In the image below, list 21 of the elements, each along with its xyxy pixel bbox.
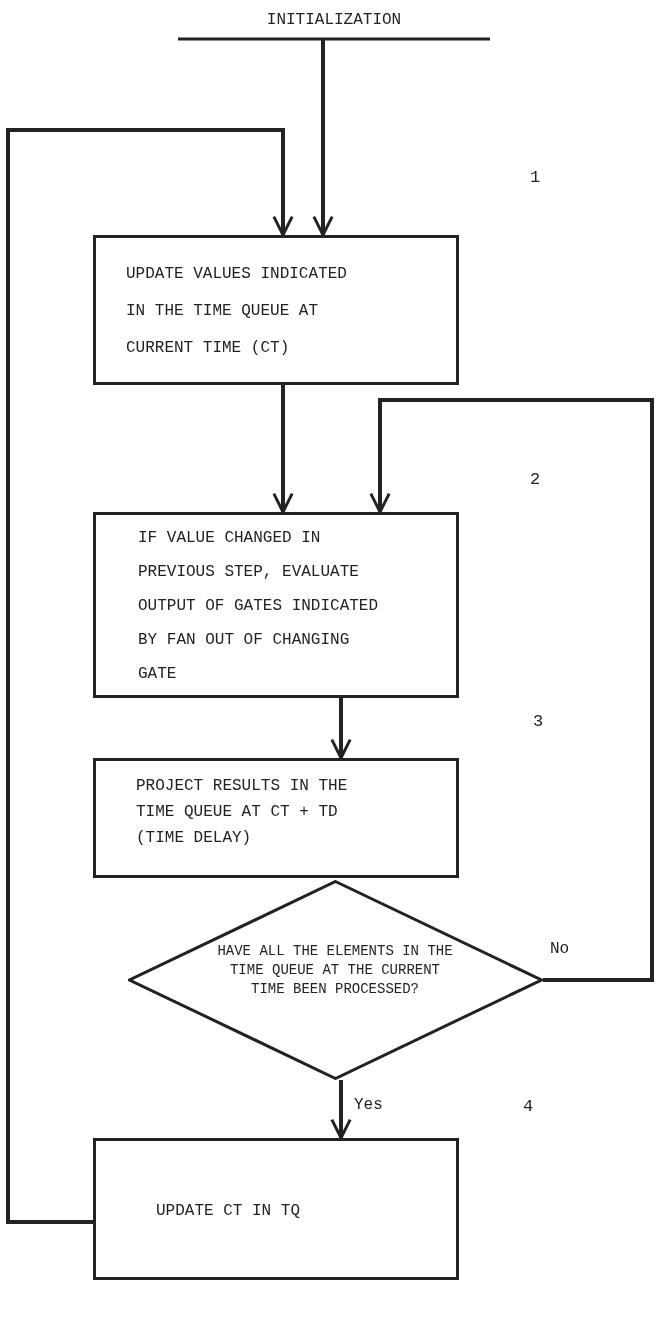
decision-text: HAVE ALL THE ELEMENTS IN THE TIME QUEUE AT THE CURRENT TIME BEEN PROCESSED? [216,942,454,999]
process-box [93,758,459,878]
step-text: UPDATE VALUES INDICATED IN THE TIME QUEUE AT CURRENT TIME (CT) [126,264,348,359]
step-number: 3 [533,712,544,731]
arrow [312,40,334,237]
step-number: 4 [523,1097,534,1116]
step-text: IF VALUE CHANGED IN PREVIOUS STEP, EVALUATE OUTPUT OF GATES INDICATED BY FAN OUT OF CHANGING GATE [138,528,379,685]
step-number: 1 [530,168,541,187]
start-label: INITIALIZATION [265,10,403,31]
step-number: 2 [530,470,541,489]
decision-diamond [128,880,543,1080]
process-box [93,1138,459,1280]
step-text: PROJECT RESULTS IN THE TIME QUEUE AT CT + TD (TIME DELAY) [136,776,349,849]
step-text: UPDATE CT IN TQ [156,1201,302,1222]
process-box [93,512,459,698]
arrow [369,398,654,982]
arrow [330,698,352,760]
arrow [6,128,294,1224]
process-box [93,235,459,385]
arrow [272,385,294,514]
arrow [330,1080,352,1140]
